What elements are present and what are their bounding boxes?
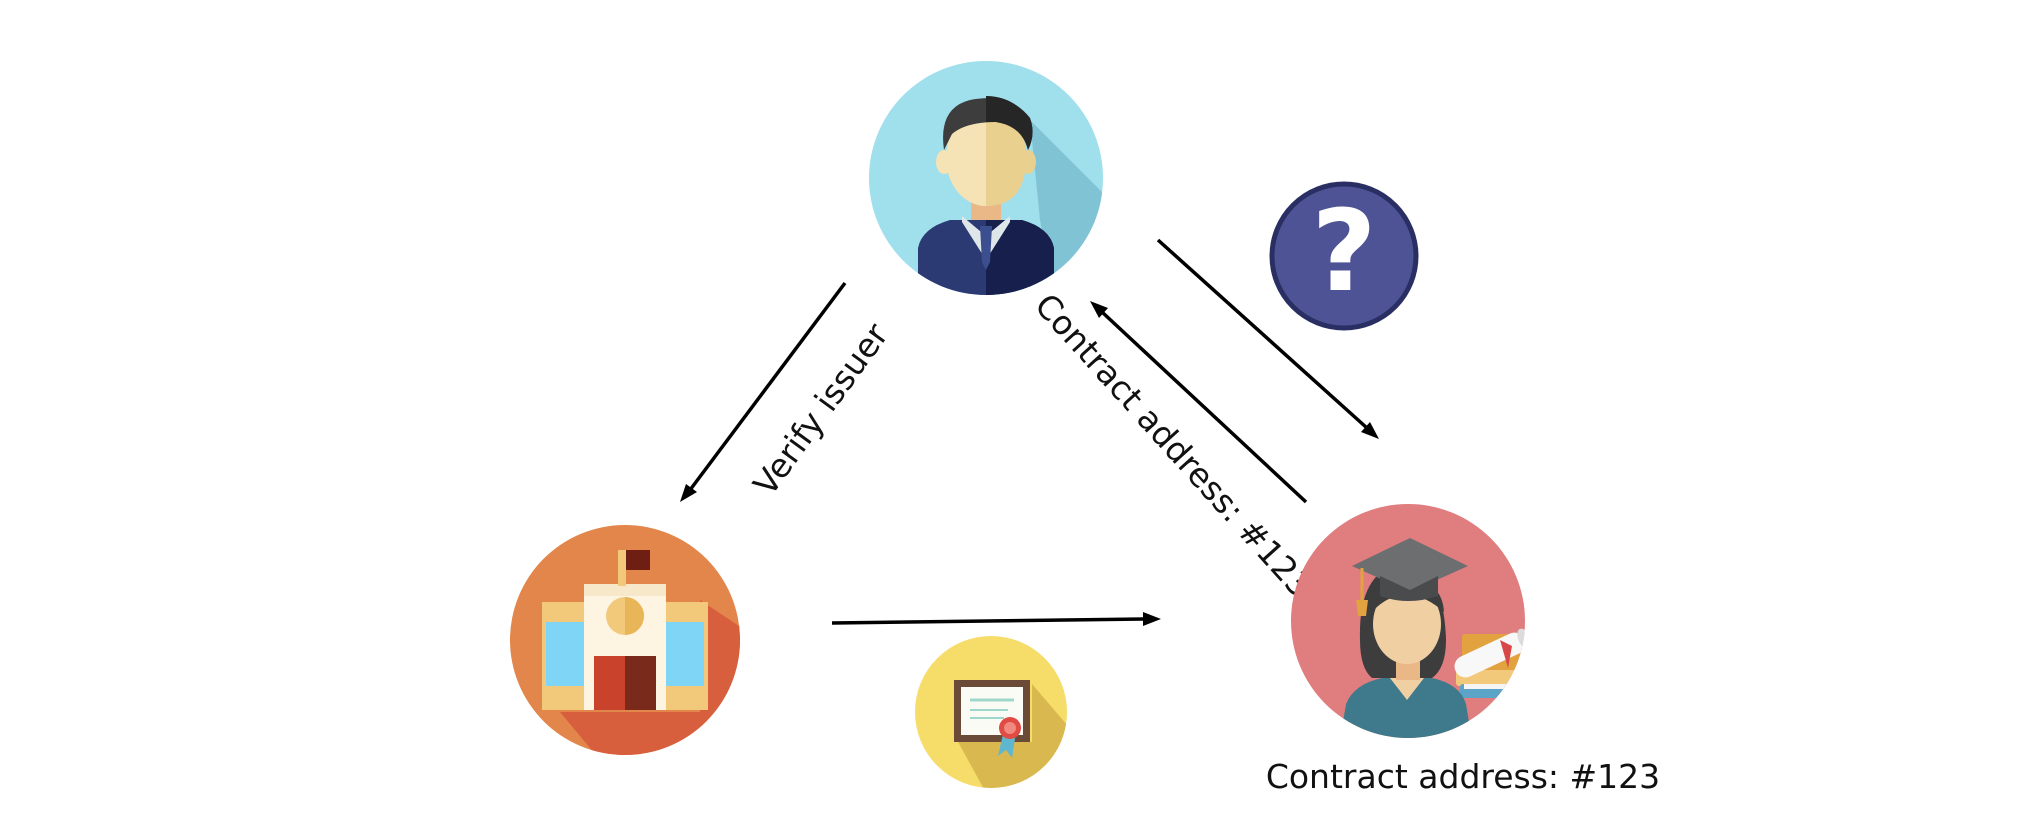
- contract-address-student-label: Contract address: #123: [1266, 757, 1660, 796]
- arrow-student-to-employer: [1090, 301, 1308, 504]
- certificate-icon: [915, 636, 1067, 788]
- school-building-icon: [510, 525, 740, 755]
- question-mark-glyph: ?: [1312, 187, 1377, 317]
- businessman-icon: [869, 61, 1103, 295]
- arrow-school-to-student: [831, 612, 1161, 626]
- graduate-student-icon: [1291, 504, 1525, 738]
- contract-address-arrow-label: Contract address: #123: [1027, 286, 1320, 605]
- arrow-employer-to-student: [1156, 238, 1379, 439]
- verify-issuer-label: Verify issuer: [745, 316, 896, 503]
- arrow-employer-to-school: [680, 281, 847, 502]
- question-mark-icon: ?: [1269, 181, 1419, 331]
